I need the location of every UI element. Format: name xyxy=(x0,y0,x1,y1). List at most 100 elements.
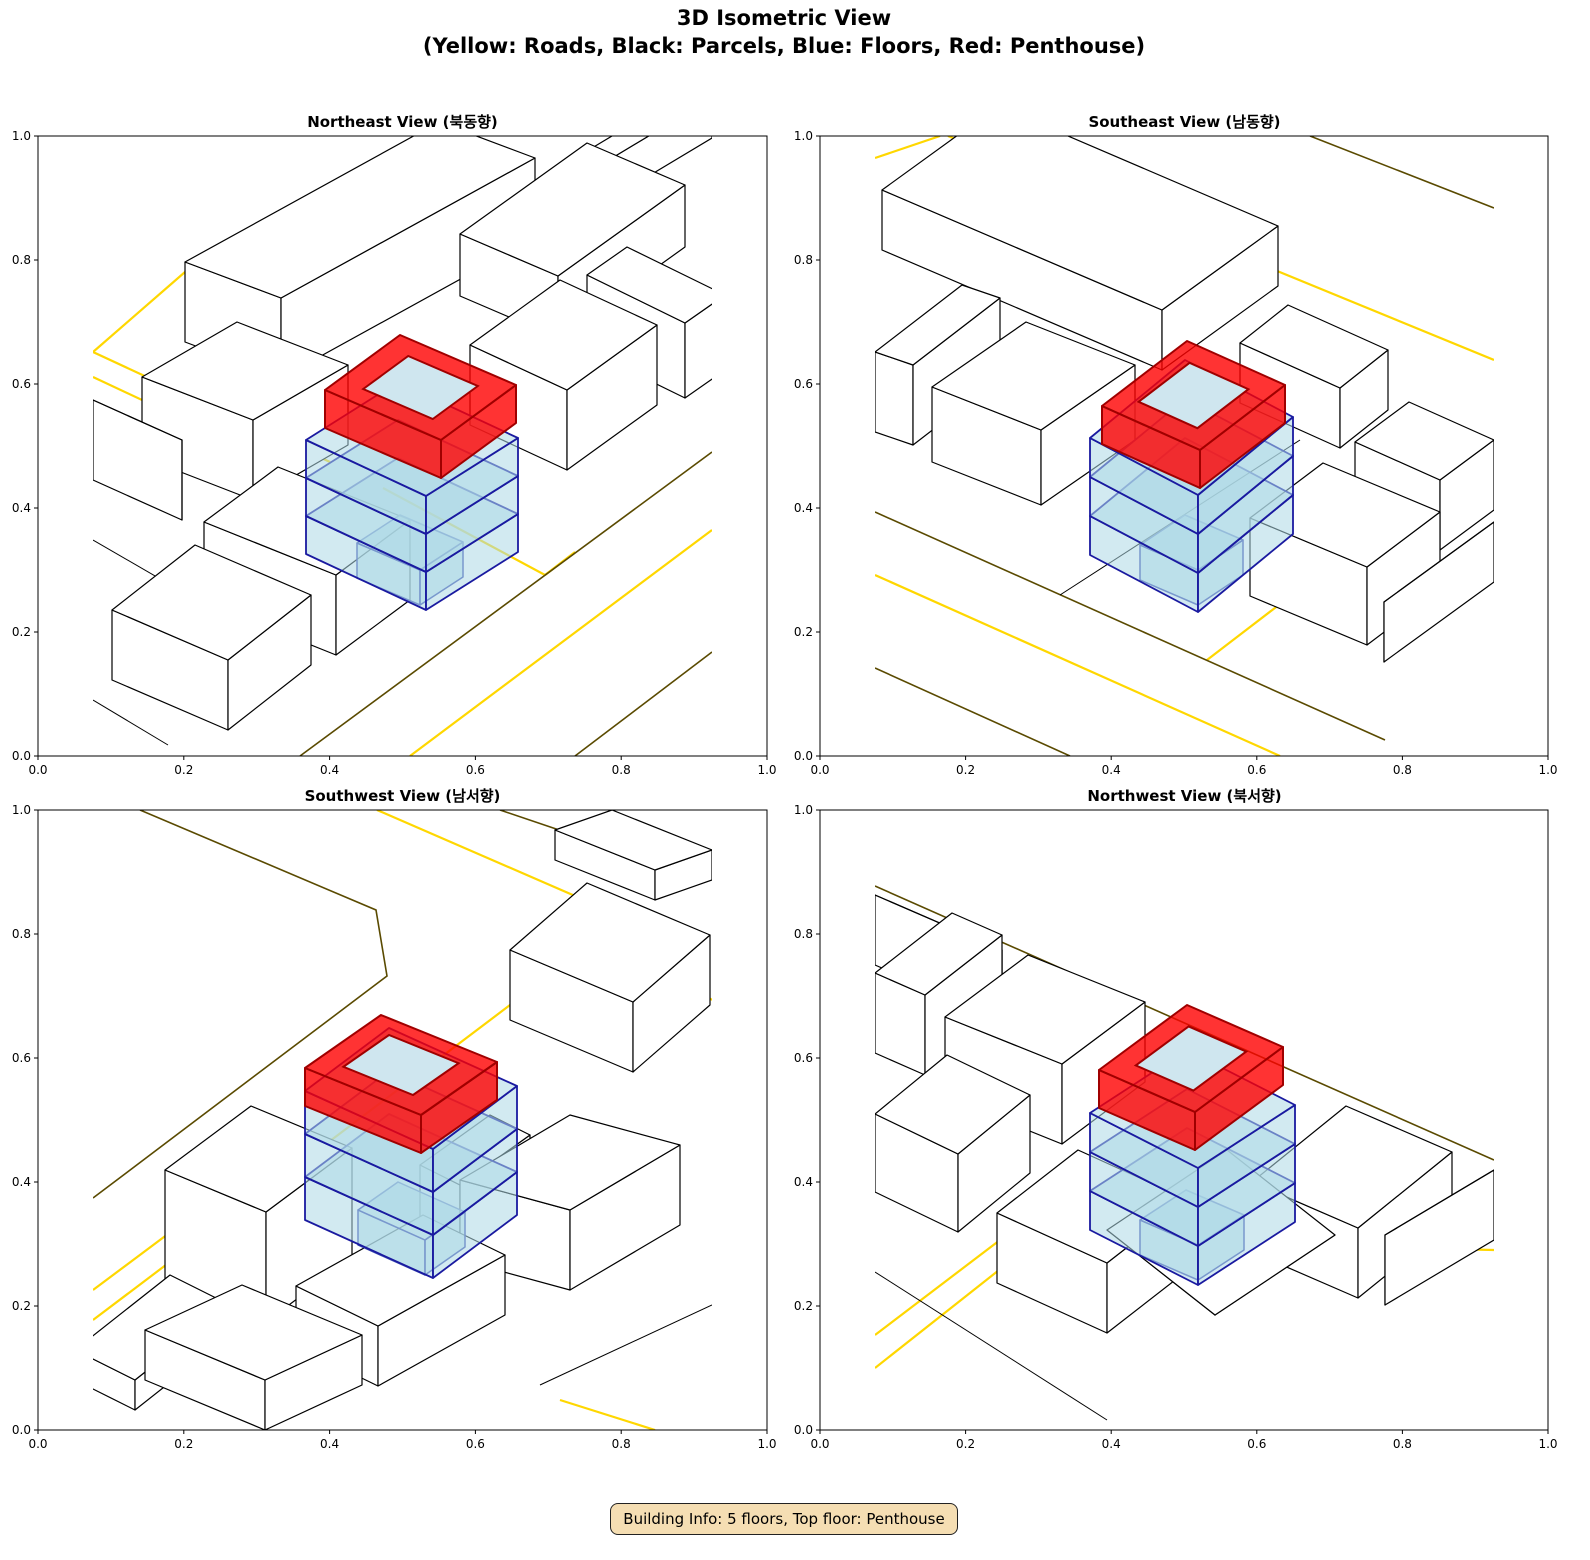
y-tick-label: 0.6 xyxy=(12,377,31,391)
y-tick-label: 0.0 xyxy=(12,749,31,763)
y-tick-label: 0.8 xyxy=(12,927,31,941)
road-line xyxy=(875,573,1281,756)
y-tick-label: 1.0 xyxy=(794,129,813,143)
x-tick-label: 0.2 xyxy=(956,763,975,777)
road-line xyxy=(875,136,941,160)
parcel-building-top-face xyxy=(184,136,536,299)
x-tick-label: 0.4 xyxy=(1102,763,1121,777)
parcel-building-right-face xyxy=(684,303,712,399)
x-tick-label: 1.0 xyxy=(1538,763,1557,777)
parcel-building-top-face xyxy=(881,136,1279,311)
x-tick-label: 0.4 xyxy=(320,1437,339,1451)
x-tick-label: 0.6 xyxy=(1247,1437,1266,1451)
x-tick-label: 1.0 xyxy=(757,1437,776,1451)
parcel-building-top-face xyxy=(1239,304,1389,389)
road-line xyxy=(875,1239,1001,1336)
parcel-building-right-face xyxy=(1384,1169,1494,1306)
scene xyxy=(875,885,1494,1421)
parcel-building-top-face xyxy=(875,284,1001,366)
y-tick-label: 0.0 xyxy=(794,1423,813,1437)
x-tick-label: 1.0 xyxy=(1538,1437,1557,1451)
x-tick-label: 0.4 xyxy=(320,763,339,777)
axes-frame xyxy=(819,135,1549,757)
x-tick-label: 0.0 xyxy=(28,763,47,777)
road-parcel-line xyxy=(1309,136,1494,209)
x-tick-label: 0.0 xyxy=(810,1437,829,1451)
y-tick-label: 0.4 xyxy=(794,1175,813,1189)
parcel-building-top-face xyxy=(459,142,686,277)
parcel-building-right-face xyxy=(1439,439,1494,551)
parcel-building-top-face xyxy=(144,1284,363,1381)
parcel-building-top-face xyxy=(554,810,712,871)
road-line xyxy=(409,529,712,756)
y-tick-label: 0.0 xyxy=(794,749,813,763)
parcel-building-top-face xyxy=(111,544,312,661)
parcel-building-right-face xyxy=(654,849,712,901)
building-info-box: Building Info: 5 floors, Top floor: Pent… xyxy=(610,1503,958,1535)
y-tick-label: 0.6 xyxy=(794,1051,813,1065)
x-tick-label: 0.6 xyxy=(466,1437,485,1451)
y-tick-label: 0.6 xyxy=(12,1051,31,1065)
parcel-building-top-face xyxy=(141,321,349,421)
axes-frame xyxy=(37,809,768,1431)
x-tick-label: 0.4 xyxy=(1102,1437,1121,1451)
y-tick-label: 0.8 xyxy=(794,253,813,267)
parcel-building-left-face xyxy=(875,351,914,446)
road-parcel-line xyxy=(93,810,388,1199)
scene xyxy=(93,810,712,1430)
y-tick-label: 1.0 xyxy=(794,803,813,817)
figure-title: 3D Isometric View xyxy=(676,6,892,30)
road-line xyxy=(559,1398,656,1430)
axes-frame xyxy=(819,809,1549,1431)
x-tick-label: 0.6 xyxy=(466,763,485,777)
parcel-building-top-face xyxy=(469,279,658,391)
parcel-line xyxy=(93,699,169,746)
parcel-building-top-face xyxy=(931,321,1136,431)
panel-southeast: 0.00.00.20.20.40.40.60.60.80.81.01.0 xyxy=(794,129,1558,777)
scene xyxy=(875,136,1494,756)
road-parcel-line xyxy=(875,667,1071,756)
penthouse-courtyard xyxy=(1133,1025,1249,1092)
x-tick-label: 0.6 xyxy=(1247,763,1266,777)
road-parcel-line xyxy=(299,451,712,756)
parcel-building-top-face xyxy=(93,399,183,441)
x-tick-label: 0.2 xyxy=(174,1437,193,1451)
axes-frame xyxy=(37,135,768,757)
penthouse-courtyard xyxy=(341,1033,461,1097)
x-tick-label: 1.0 xyxy=(757,763,776,777)
y-tick-label: 0.0 xyxy=(12,1423,31,1437)
figure-subtitle: (Yellow: Roads, Black: Parcels, Blue: Fl… xyxy=(422,34,1146,58)
x-tick-label: 0.8 xyxy=(612,1437,631,1451)
y-tick-label: 0.4 xyxy=(794,501,813,515)
parcel-line xyxy=(875,1271,1108,1421)
y-tick-label: 1.0 xyxy=(12,803,31,817)
x-tick-label: 0.2 xyxy=(174,763,193,777)
panel-title-northwest: Northwest View (북서향) xyxy=(1087,787,1282,805)
x-tick-label: 0.8 xyxy=(1393,763,1412,777)
road-parcel-line xyxy=(875,511,1386,741)
road-parcel-line xyxy=(574,651,712,756)
parcel-building-top-face xyxy=(875,912,1003,996)
x-tick-label: 0.0 xyxy=(28,1437,47,1451)
parcel-building-top-face xyxy=(1383,521,1494,603)
y-tick-label: 0.4 xyxy=(12,501,31,515)
scene xyxy=(93,136,712,756)
y-tick-label: 1.0 xyxy=(12,129,31,143)
panel-southwest: 0.00.00.20.20.40.40.60.60.80.81.01.0 xyxy=(12,803,777,1451)
panel-northeast: 0.00.00.20.20.40.40.60.60.80.81.01.0 xyxy=(12,129,777,777)
parcel-building-top-face xyxy=(875,1054,1031,1155)
parcel-building-right-face xyxy=(1383,521,1494,663)
y-tick-label: 0.2 xyxy=(794,1299,813,1313)
y-tick-label: 0.4 xyxy=(12,1175,31,1189)
panel-northwest: 0.00.00.20.20.40.40.60.60.80.81.01.0 xyxy=(794,803,1558,1451)
penthouse-courtyard xyxy=(1136,361,1251,430)
road-line xyxy=(93,271,186,353)
y-tick-label: 0.8 xyxy=(12,253,31,267)
y-tick-label: 0.2 xyxy=(12,625,31,639)
parcel-building-top-face xyxy=(944,954,1146,1065)
x-tick-label: 0.0 xyxy=(810,763,829,777)
y-tick-label: 0.8 xyxy=(794,927,813,941)
panel-title-southeast: Southeast View (남동향) xyxy=(1088,113,1281,131)
x-tick-label: 0.2 xyxy=(956,1437,975,1451)
parcel-building-top-face xyxy=(586,246,712,324)
